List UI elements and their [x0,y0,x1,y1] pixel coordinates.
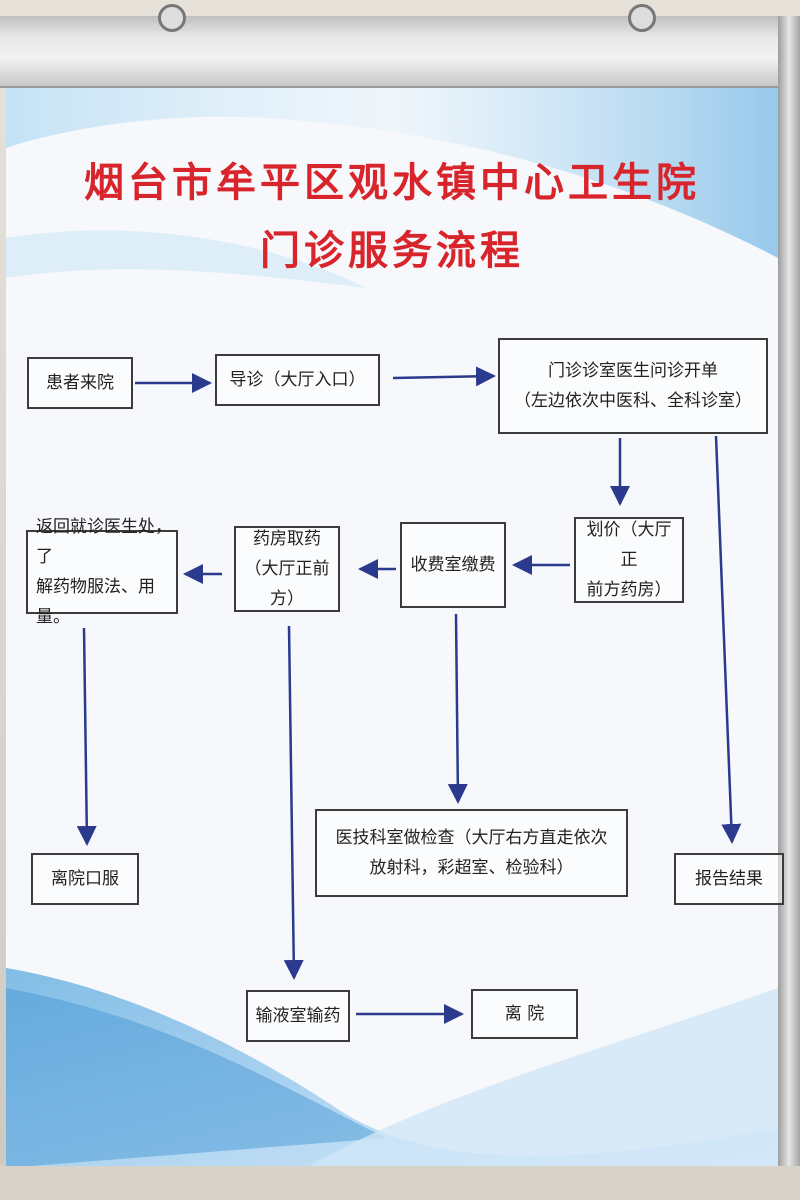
node-infusion-label: 输液室输药 [255,1006,341,1026]
node-payment: 收费室缴费 [400,522,506,608]
node-clinic-line2: （左边依次中医科、全科诊室） [514,391,752,411]
node-return-line2: 解药物服法、用量。 [36,577,155,627]
arrow-clinic-to-report [714,435,742,844]
node-pricing-line1: 划价（大厅正 [586,520,672,570]
node-pharmacy-line2: （大厅正前方） [244,559,330,609]
node-exam-line1: 医技科室做检查（大厅右方直走依次 [335,828,608,848]
node-exam: 医技科室做检查（大厅右方直走依次 放射科，彩超室、检验科） [315,809,628,897]
poster: 烟台市牟平区观水镇中心卫生院 门诊服务流程 [6,88,778,1168]
arrow-pharmacy-to-infusion [283,625,304,980]
node-oral-meds-label: 离院口服 [51,869,119,889]
node-exam-line2: 放射科，彩超室、检验科） [369,858,574,878]
node-leave: 离 院 [471,989,578,1039]
arrow-guide-to-clinic [392,366,496,387]
arrow-return-to-oral-meds [76,627,97,846]
hanging-hook-icon [158,4,186,32]
node-guide: 导诊（大厅入口） [215,354,380,406]
node-infusion: 输液室输药 [246,990,350,1042]
node-clinic-line1: 门诊诊室医生问诊开单 [548,361,718,381]
node-leave-label: 离 院 [504,1004,545,1024]
poster-subtitle: 门诊服务流程 [260,228,524,274]
node-return-line1: 返回就诊医生处，了 [36,517,172,567]
poster-title: 烟台市牟平区观水镇中心卫生院 [84,160,700,206]
node-oral-meds: 离院口服 [31,853,139,905]
node-patient-arrive: 患者来院 [27,357,133,409]
node-pricing-line2: 前方药房） [586,580,672,600]
node-report: 报告结果 [674,853,784,905]
node-guide-label: 导诊（大厅入口） [229,370,366,390]
node-pricing: 划价（大厅正 前方药房） [574,517,684,603]
node-payment-label: 收费室缴费 [410,555,496,575]
node-pharmacy-line1: 药房取药 [253,529,321,549]
hanging-hook-icon [628,4,656,32]
node-pharmacy: 药房取药 （大厅正前方） [234,526,340,612]
wave-decoration [6,88,778,1168]
arrow-payment-to-exam [447,613,468,804]
node-return-doctor: 返回就诊医生处，了 解药物服法、用量。 [26,517,178,627]
node-patient-arrive-label: 患者来院 [46,373,114,393]
wall-bottom [0,1166,800,1200]
node-clinic: 门诊诊室医生问诊开单 （左边依次中医科、全科诊室） [498,338,768,434]
node-report-label: 报告结果 [695,869,763,889]
